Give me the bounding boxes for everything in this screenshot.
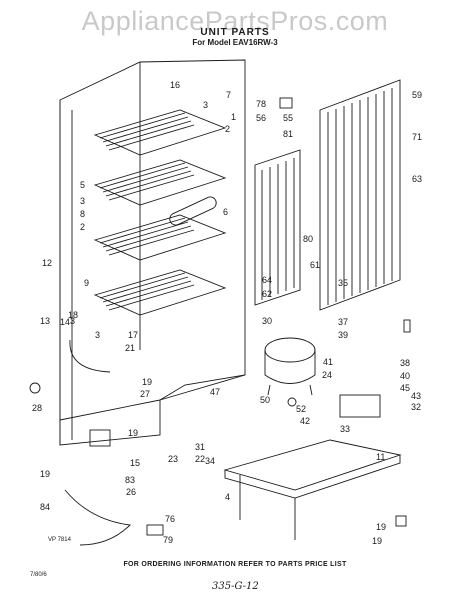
callout-19: 19 bbox=[40, 469, 50, 479]
callout-19: 19 bbox=[142, 377, 152, 387]
callout-31: 31 bbox=[195, 442, 205, 452]
callout-26: 26 bbox=[126, 487, 136, 497]
callout-30: 30 bbox=[262, 316, 272, 326]
callout-19: 19 bbox=[376, 522, 386, 532]
callout-78: 78 bbox=[256, 99, 266, 109]
switch-4 bbox=[395, 515, 407, 527]
callout-3: 3 bbox=[70, 316, 75, 326]
callout-71: 71 bbox=[412, 132, 422, 142]
clip-76 bbox=[146, 524, 164, 536]
callout-22: 22 bbox=[195, 454, 205, 464]
grommet-32 bbox=[287, 397, 297, 407]
callout-3: 3 bbox=[203, 100, 208, 110]
callout-45: 45 bbox=[400, 383, 410, 393]
callout-19: 19 bbox=[372, 536, 382, 546]
power-cord bbox=[64, 489, 131, 546]
callout-16: 16 bbox=[170, 80, 180, 90]
page-number: 335-G-12 bbox=[212, 581, 259, 592]
grommet-47 bbox=[29, 382, 41, 394]
callout-59: 59 bbox=[412, 90, 422, 100]
callout-83: 83 bbox=[125, 475, 135, 485]
vp-code: VP 7814 bbox=[48, 537, 71, 543]
callout-34: 34 bbox=[205, 456, 215, 466]
callout-24: 24 bbox=[322, 370, 332, 380]
callout-41: 41 bbox=[323, 357, 333, 367]
condenser-coils bbox=[254, 79, 401, 311]
callout-15: 15 bbox=[130, 458, 140, 468]
evaporator-shelves bbox=[93, 109, 227, 316]
callout-21: 21 bbox=[125, 343, 135, 353]
callout-79: 79 bbox=[163, 535, 173, 545]
callout-61: 61 bbox=[310, 260, 320, 270]
part-63 bbox=[403, 319, 411, 333]
callout-84: 84 bbox=[40, 502, 50, 512]
callout-38: 38 bbox=[400, 358, 410, 368]
callout-76: 76 bbox=[165, 514, 175, 524]
callout-19: 19 bbox=[128, 428, 138, 438]
callout-55: 55 bbox=[283, 113, 293, 123]
callout-14: 14 bbox=[60, 317, 70, 327]
callout-23: 23 bbox=[168, 454, 178, 464]
drain-tube bbox=[69, 339, 111, 373]
callout-33: 33 bbox=[340, 424, 350, 434]
callout-56: 56 bbox=[256, 113, 266, 123]
base-frame bbox=[223, 439, 402, 540]
callout-35: 35 bbox=[338, 278, 348, 288]
watermark: AppliancePartsPros.com bbox=[81, 6, 389, 36]
callout-39: 39 bbox=[338, 330, 348, 340]
callout-3: 3 bbox=[80, 196, 85, 206]
callout-12: 12 bbox=[42, 258, 52, 268]
callout-63: 63 bbox=[412, 174, 422, 184]
callout-37: 37 bbox=[338, 317, 348, 327]
callout-42: 42 bbox=[300, 416, 310, 426]
cabinet-outline bbox=[59, 59, 246, 446]
callout-7: 7 bbox=[226, 90, 231, 100]
corner-code: 7/80/6 bbox=[30, 572, 47, 578]
callout-52: 52 bbox=[296, 404, 306, 414]
callout-18: 18 bbox=[68, 310, 78, 320]
callout-62: 62 bbox=[262, 289, 272, 299]
drier bbox=[339, 394, 381, 418]
bracket-79 bbox=[279, 97, 293, 109]
compressor bbox=[264, 337, 316, 396]
callout-3: 3 bbox=[95, 330, 100, 340]
callout-27: 27 bbox=[140, 389, 150, 399]
callout-64: 64 bbox=[262, 275, 272, 285]
callout-4: 4 bbox=[225, 492, 230, 502]
model-subtitle: For Model EAV16RW-3 bbox=[192, 38, 278, 47]
callout-17: 17 bbox=[128, 330, 138, 340]
ordering-note: FOR ORDERING INFORMATION REFER TO PARTS … bbox=[123, 561, 347, 568]
callout-8: 8 bbox=[80, 209, 85, 219]
callout-81: 81 bbox=[283, 129, 293, 139]
callout-80: 80 bbox=[303, 234, 313, 244]
callout-6: 6 bbox=[223, 207, 228, 217]
callout-2: 2 bbox=[225, 124, 230, 134]
callout-1: 1 bbox=[231, 112, 236, 122]
callout-11: 11 bbox=[376, 452, 385, 462]
callout-50: 50 bbox=[260, 395, 270, 405]
callout-28: 28 bbox=[32, 403, 42, 413]
relay-box bbox=[89, 429, 111, 447]
callout-40: 40 bbox=[400, 371, 410, 381]
callout-2: 2 bbox=[80, 222, 85, 232]
page-title: UNIT PARTS bbox=[200, 27, 270, 38]
callout-5: 5 bbox=[80, 180, 85, 190]
callout-47: 47 bbox=[210, 387, 220, 397]
callout-9: 9 bbox=[84, 278, 89, 288]
callout-13: 13 bbox=[40, 316, 50, 326]
callout-32: 32 bbox=[411, 402, 421, 412]
callout-43: 43 bbox=[411, 391, 421, 401]
